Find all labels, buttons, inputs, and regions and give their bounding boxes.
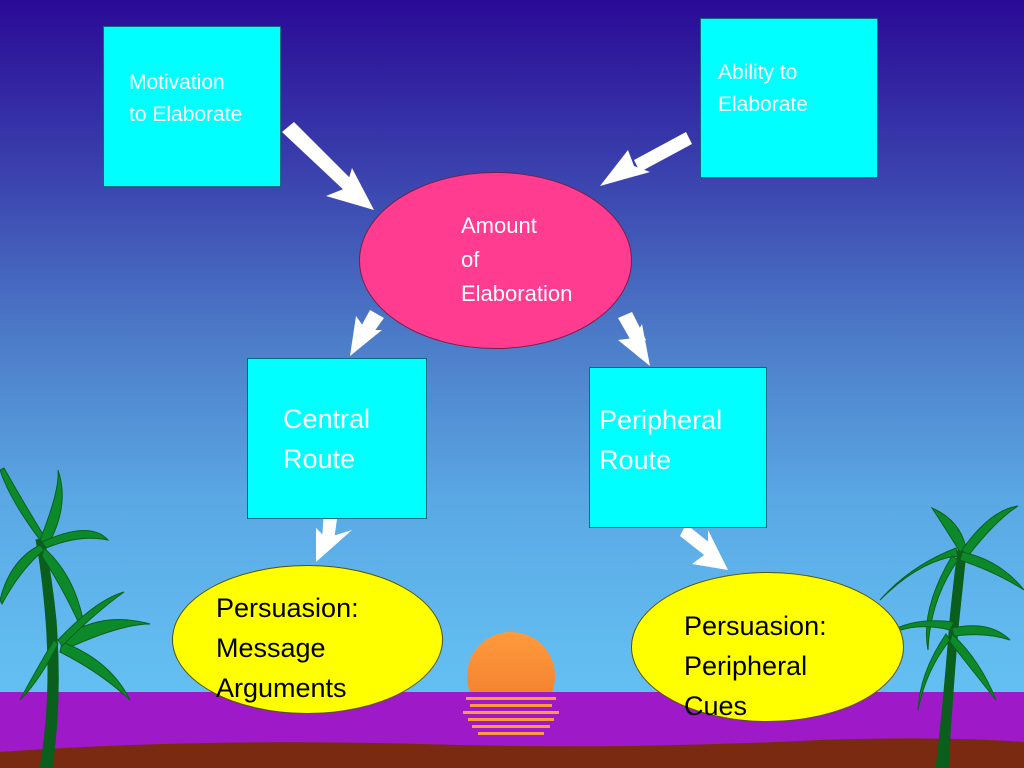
elaboration-oval: Amount of Elaboration: [359, 172, 632, 349]
central-route-box: Central Route: [247, 358, 427, 519]
arrow-motivation-to-elaboration: [282, 122, 374, 210]
peripheral-cues-label: Persuasion: Peripheral Cues: [684, 611, 827, 721]
arrow-elaboration-to-peripheral: [618, 312, 650, 366]
arrow-ability-to-elaboration: [600, 132, 692, 186]
ability-box: Ability to Elaborate: [700, 18, 878, 178]
central-route-label: Central Route: [283, 404, 371, 474]
sunset-icon: [463, 632, 559, 735]
shore: [0, 738, 1024, 768]
motivation-label: Motivation to Elaborate: [129, 71, 243, 126]
peripheral-route-box: Peripheral Route: [589, 367, 767, 528]
arrow-elaboration-to-central: [350, 310, 384, 356]
elaboration-label: Amount of Elaboration: [461, 213, 573, 306]
ability-label: Ability to Elaborate: [718, 61, 808, 116]
peripheral-cues-oval: Persuasion: Peripheral Cues: [631, 572, 904, 722]
message-arguments-label: Persuasion: Message Arguments: [216, 593, 359, 703]
palm-tree-icon: [0, 467, 151, 768]
message-arguments-oval: Persuasion: Message Arguments: [172, 565, 443, 714]
arrow-peripheral-to-cues: [680, 524, 728, 570]
peripheral-route-label: Peripheral Route: [599, 405, 723, 475]
palm-tree-icon: [879, 505, 1024, 768]
motivation-box: Motivation to Elaborate: [103, 26, 281, 187]
